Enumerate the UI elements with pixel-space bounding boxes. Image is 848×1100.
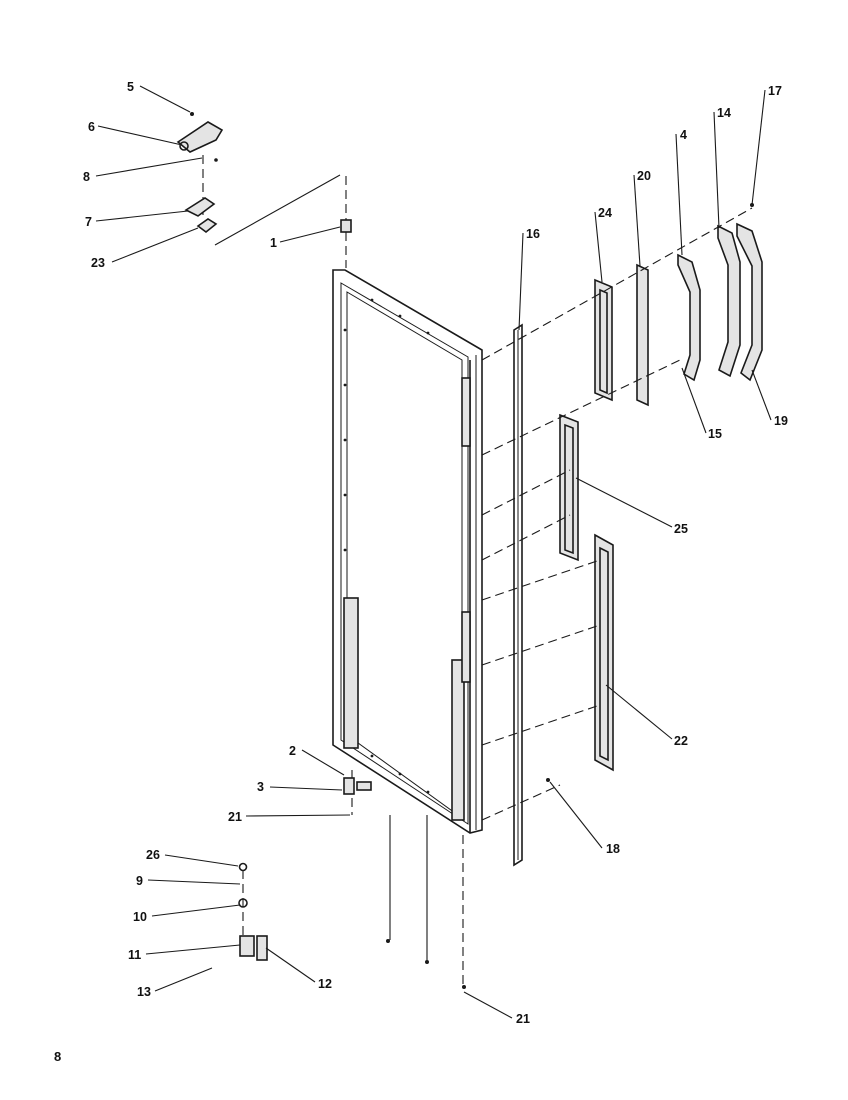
- door-screw-holes: [343, 298, 430, 794]
- callout-23: 23: [91, 256, 105, 270]
- callout-24: 24: [598, 206, 612, 220]
- callout-14: 14: [717, 106, 731, 120]
- page-number: 8: [54, 1049, 61, 1064]
- callout-26: 26: [146, 848, 160, 862]
- callout-9: 9: [136, 874, 143, 888]
- callout-5: 5: [127, 80, 134, 94]
- inner-liner-plate: [513, 323, 523, 867]
- bottom-hinge-hardware: [238, 203, 754, 989]
- callout-20: 20: [637, 169, 651, 183]
- callout-11: 11: [128, 948, 141, 962]
- callout-2: 2: [289, 744, 296, 758]
- callout-4: 4: [680, 128, 687, 142]
- callout-16: 16: [526, 227, 540, 241]
- callout-labels: 5 6 8 7 23 1 16 24 20 4 14 17 15 19 25 2…: [83, 80, 788, 1026]
- callout-21-lower: 21: [516, 1012, 530, 1026]
- handle-parts: [677, 222, 763, 382]
- callout-1: 1: [270, 236, 277, 250]
- callout-19: 19: [774, 414, 788, 428]
- callout-15: 15: [708, 427, 722, 441]
- callout-7: 7: [85, 215, 92, 229]
- callout-13: 13: [137, 985, 151, 999]
- callout-12: 12: [318, 977, 332, 991]
- callout-10: 10: [133, 910, 147, 924]
- callout-6: 6: [88, 120, 95, 134]
- door-panel: [332, 269, 483, 834]
- callout-17: 17: [768, 84, 782, 98]
- callout-8: 8: [83, 170, 90, 184]
- hardware-strips: [559, 263, 649, 772]
- callout-18: 18: [606, 842, 620, 856]
- callout-21-upper: 21: [228, 810, 242, 824]
- callout-22: 22: [674, 734, 688, 748]
- callout-3: 3: [257, 780, 264, 794]
- top-hinge-hardware: [176, 112, 352, 234]
- callout-25: 25: [674, 522, 688, 536]
- callout-leaders: [95, 85, 772, 1019]
- assembly-lines: [202, 155, 753, 985]
